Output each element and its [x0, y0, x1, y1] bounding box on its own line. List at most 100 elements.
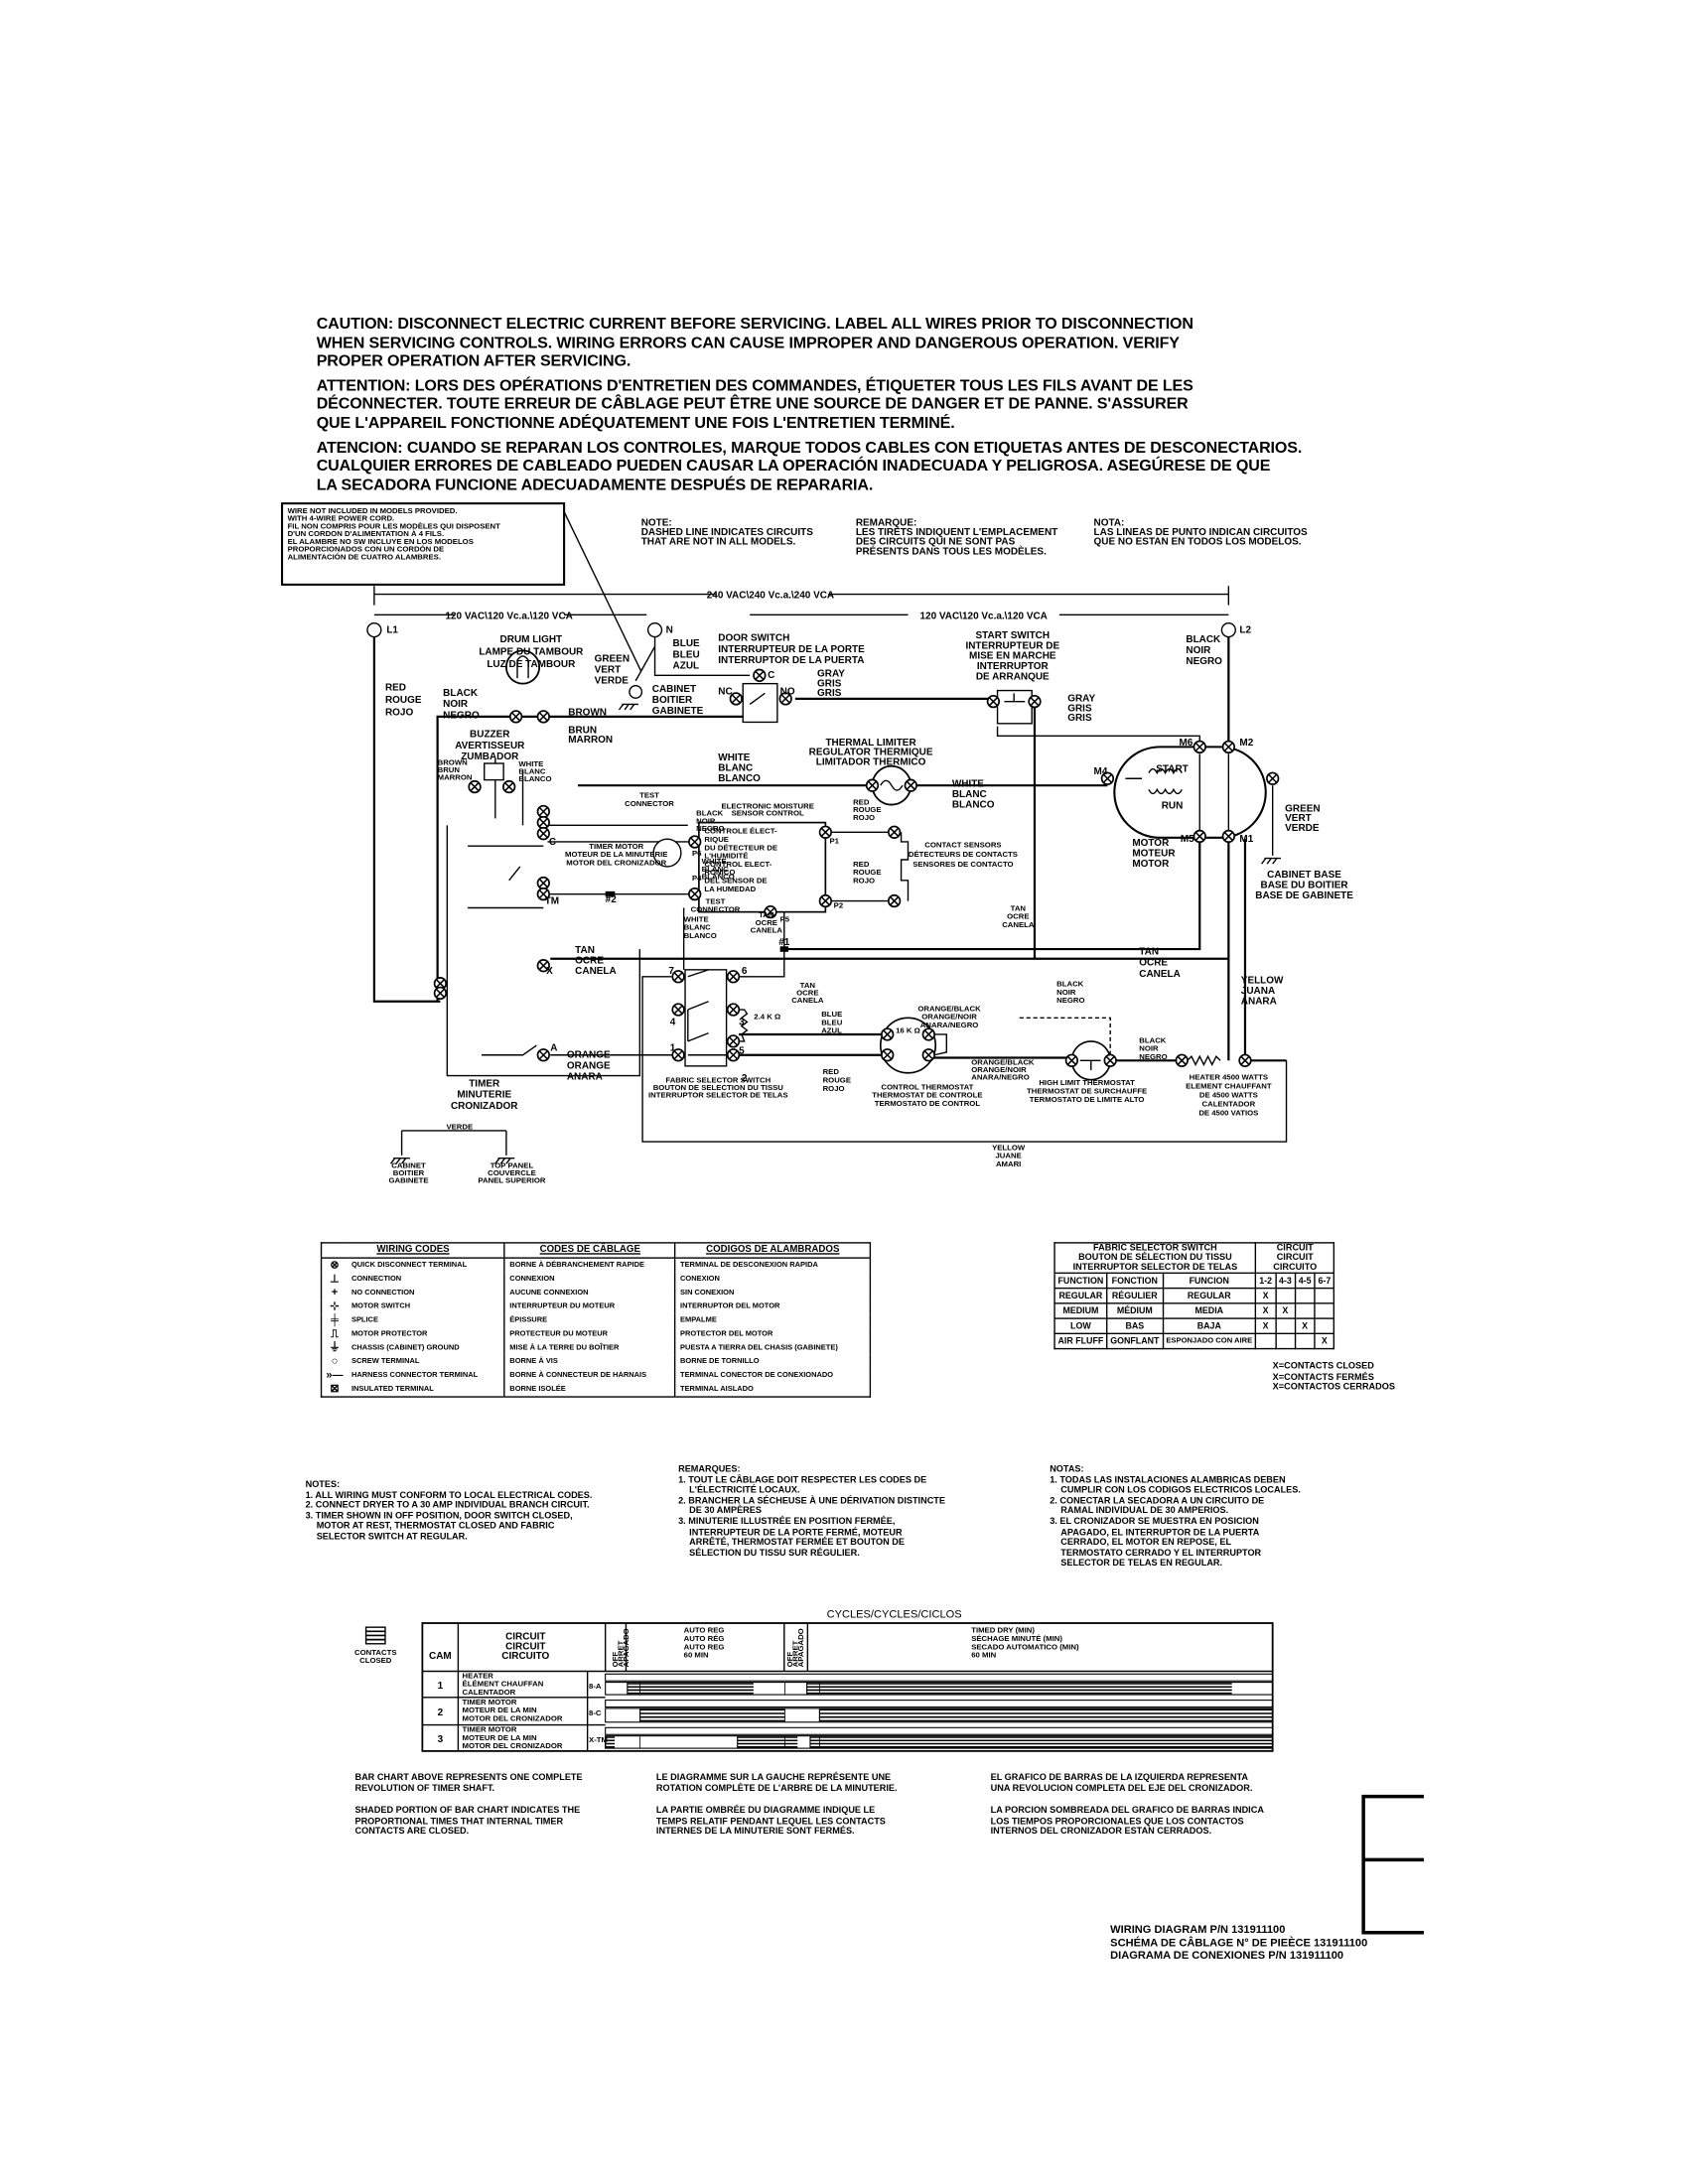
p6-label: P6 [692, 849, 702, 858]
fs-terminal-3-label: 3 [739, 1017, 745, 1027]
splice-2-label: #2 [606, 894, 618, 905]
function-cell: REGULAR [1053, 1287, 1108, 1304]
terminal [433, 986, 448, 1001]
terminal [1238, 1053, 1252, 1067]
column-header: 4-5 [1294, 1272, 1316, 1290]
l2-label: L2 [1239, 624, 1251, 635]
part-number-line: WIRING DIAGRAM P/N 131911100 [1110, 1923, 1286, 1936]
label-line: ANARA [567, 1072, 603, 1083]
terminal [536, 804, 550, 819]
contact-closed-bar [627, 1682, 754, 1696]
splice-1-label: #1 [778, 937, 790, 948]
label-line: ANARA/NEGRO [971, 1073, 1030, 1082]
label-line: MOTOR [1132, 838, 1169, 849]
legend-line: X=CONTACTS FERMÉS [1272, 1372, 1374, 1382]
voltage-120-right-label: 120 VAC\120 Vc.a.\120 VCA [920, 612, 1048, 622]
contacts-label: 8-A [589, 1682, 602, 1691]
label-line: PROPORCIONADOS CON UN CORDÓN DE [288, 545, 445, 554]
contact-cell [1314, 1287, 1335, 1304]
label-line: BLEU [673, 649, 700, 660]
label-line: BOITIER [652, 695, 692, 706]
wiring-symbol-icon: ⏚ [329, 1340, 341, 1354]
label-line: BASE DE GABINETE [1255, 890, 1353, 901]
cam-number: 3 [438, 1734, 444, 1745]
label-line: HIGH LIMIT THERMOSTAT [1039, 1078, 1135, 1087]
circuit-title: CIRCUIT CIRCUIT CIRCUITO [1255, 1242, 1335, 1275]
label-line: MOTEUR [1132, 849, 1175, 860]
notes-title: REMARQUES: [678, 1464, 741, 1475]
label-line: GRIS [1067, 713, 1092, 724]
label-line: TIMER [469, 1079, 499, 1090]
label-line: ORANGE [567, 1050, 611, 1061]
contact-closed-bar [806, 1682, 1232, 1696]
timer-x-label: X [546, 966, 553, 977]
label-line: ALIMENTACIÓN DE CUATRO ALAMBRES. [288, 552, 441, 561]
label-line: QUE NO ESTAN EN TODOS LOS MODELOS. [1094, 537, 1302, 548]
note-line: 3. EL CRONIZADOR SE MUESTRA EN POSICION [1050, 1517, 1259, 1527]
notes-spanish: NOTAS:1. TODAS LAS INSTALACIONES ALAMBRI… [1050, 1465, 1301, 1570]
label-line: APAGADO [622, 1628, 631, 1667]
contact-cell [1294, 1287, 1316, 1304]
wiring-symbol-icon: ⊥ [330, 1272, 340, 1286]
wiring-symbol-icon: ⊹ [330, 1299, 340, 1312]
terminal-m5 [1193, 829, 1206, 844]
bar-note-line: SHADED PORTION OF BAR CHART INDICATES TH… [354, 1806, 581, 1817]
terminal [536, 710, 550, 724]
verde-wire-label: VERDE [446, 1123, 473, 1132]
bar-note-line: LOS TIEMPOS PROPORCIONALES QUE LOS CONTA… [990, 1817, 1244, 1827]
terminal [904, 778, 917, 792]
label-line: MOTOR DEL CRONIZADOR [566, 859, 666, 868]
code-spanish: TERMINAL CONECTOR DE CONEXIONADO [674, 1368, 871, 1383]
caution-english: CAUTION: DISCONNECT ELECTRIC CURRENT BEF… [317, 315, 1302, 371]
terminal [502, 779, 516, 794]
label-line: LAMPE DU TAMBOUR [479, 647, 583, 658]
label-line: TIMER MOTOR [589, 842, 643, 851]
function-cell: ESPONJADO CON AIRE [1162, 1332, 1257, 1350]
label-line: DASHED LINE INDICATES CIRCUITS [641, 527, 814, 538]
note-line: 1. TOUT LE CÂBLAGE DOIT RESPECTER LES CO… [678, 1475, 927, 1485]
label-line: JUANA [1241, 986, 1275, 997]
label-line: JUANE [996, 1152, 1022, 1160]
title-line: INTERRUPTOR SELECTOR DE TELAS [1072, 1262, 1238, 1273]
label-line: APAGADO [796, 1628, 805, 1667]
resistor-2-4k-label: 2.4 K Ω [754, 1013, 780, 1022]
label-line: ORANGE [567, 1061, 611, 1072]
start-winding-label: START [1156, 763, 1189, 774]
terminal [921, 1027, 935, 1041]
note-line: TERMOSTATO CERRADO Y EL INTERRUPTOR [1060, 1548, 1262, 1559]
bar-note-line: REVOLUTION OF TIMER SHAFT. [354, 1783, 495, 1794]
caution-line: QUE L'APPAREIL FONCTIONNE ADÉQUATEMENT U… [316, 414, 955, 433]
cabinet-ground-icon [618, 703, 639, 711]
title-line: BOUTON DE SÉLECTION DU TISSU [1078, 1253, 1232, 1263]
label-line: CLOSED [359, 1656, 392, 1665]
run-winding-label: RUN [1162, 801, 1184, 812]
p5-label: P5 [780, 914, 790, 923]
wire-blue [653, 636, 751, 677]
notes-title: NOTAS: [1050, 1464, 1084, 1475]
contacts-closed-legend-icon [364, 1626, 386, 1645]
bar-note-line: UNA REVOLUCION COMPLETA DEL EJE DEL CRON… [990, 1783, 1253, 1794]
terminal [887, 893, 902, 908]
label-line: THERMAL LIMITER [825, 738, 915, 749]
label-line: 60 MIN [684, 1651, 709, 1660]
wiring-codes-table: WIRING CODES CODES DE CÂBLAGE CODIGOS DE… [320, 1242, 872, 1398]
function-cell: BAJA [1162, 1317, 1257, 1335]
moisture-control-box [698, 821, 827, 913]
label-line: WHITE [952, 779, 984, 790]
label-line: ROJO [823, 1084, 845, 1093]
label-line: BUZZER [470, 730, 509, 741]
label-line: INTERRUPTEUR DE [965, 640, 1059, 651]
